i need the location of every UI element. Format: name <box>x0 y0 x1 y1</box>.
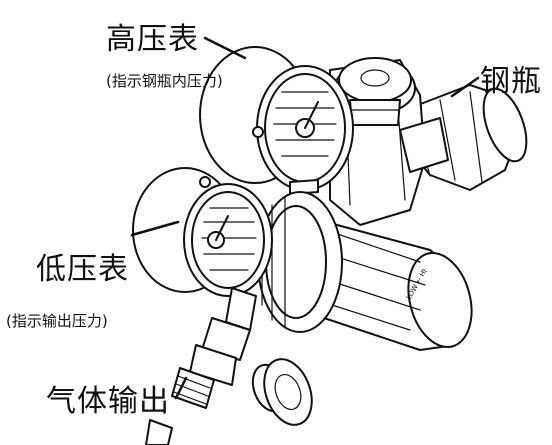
valve-handwheel <box>334 57 416 126</box>
leader-gas-output <box>174 376 188 400</box>
leader-high-gauge <box>203 36 247 60</box>
bonnet-collar <box>257 191 343 333</box>
high-pressure-gauge <box>199 46 354 195</box>
outlet-assembly <box>145 287 313 445</box>
low-pressure-gauge <box>132 167 273 297</box>
label-gas-output: 气体输出 <box>46 384 170 419</box>
label-high-gauge: 高压表 <box>106 22 199 57</box>
label-low-gauge: 低压表 <box>36 252 129 287</box>
label-cylinder: 钢瓶 <box>480 64 542 99</box>
inlet-pipe <box>399 117 449 173</box>
leader-low-gauge <box>130 220 180 237</box>
leader-cylinder <box>450 76 480 98</box>
label-low-gauge-note: (指示输出压力) <box>6 312 108 330</box>
label-high-gauge-note: (指示钢瓶内压力) <box>106 72 223 90</box>
